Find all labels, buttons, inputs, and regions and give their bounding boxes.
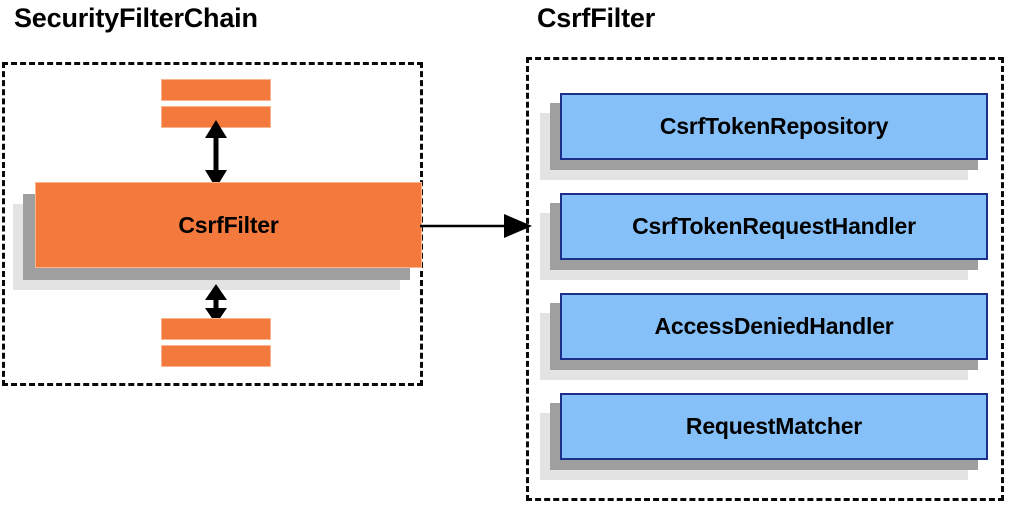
card-csrftokenrequesthandler: CsrfTokenRequestHandler — [540, 193, 988, 280]
arrow-securityfilterchain-to-csrffilter — [420, 214, 532, 238]
arrow-up-down-above-csrffilter — [205, 120, 227, 188]
card-face-csrftokenrepository: CsrfTokenRepository — [560, 93, 988, 160]
card-label-csrftokenrequesthandler: CsrfTokenRequestHandler — [632, 213, 916, 239]
card-face-accessdeniedhandler: AccessDeniedHandler — [560, 293, 988, 360]
card-label-accessdeniedhandler: AccessDeniedHandler — [654, 313, 894, 339]
arrow-up-down-below-csrffilter — [205, 284, 227, 324]
card-requestmatcher: RequestMatcher — [540, 393, 988, 480]
filter-bar-top-1 — [161, 79, 271, 101]
filter-bar-bottom-2 — [161, 345, 271, 367]
filter-bar-bottom-1 — [161, 318, 271, 340]
card-label-requestmatcher: RequestMatcher — [685, 413, 863, 439]
card-face-csrftokenrequesthandler: CsrfTokenRequestHandler — [560, 193, 988, 260]
panel-title-csrffilter: CsrfFilter — [537, 3, 656, 33]
card-label-csrffilter: CsrfFilter — [178, 211, 279, 238]
card-csrftokenrepository: CsrfTokenRepository — [540, 93, 988, 180]
panel-title-securityfilterchain: SecurityFilterChain — [14, 3, 258, 33]
card-face-requestmatcher: RequestMatcher — [560, 393, 988, 460]
card-label-csrftokenrepository: CsrfTokenRepository — [659, 113, 889, 139]
card-face-csrffilter: CsrfFilter — [35, 182, 422, 268]
group-box-csrffilter — [526, 57, 1004, 501]
card-csrffilter: CsrfFilter — [13, 182, 422, 290]
card-accessdeniedhandler: AccessDeniedHandler — [540, 293, 988, 380]
